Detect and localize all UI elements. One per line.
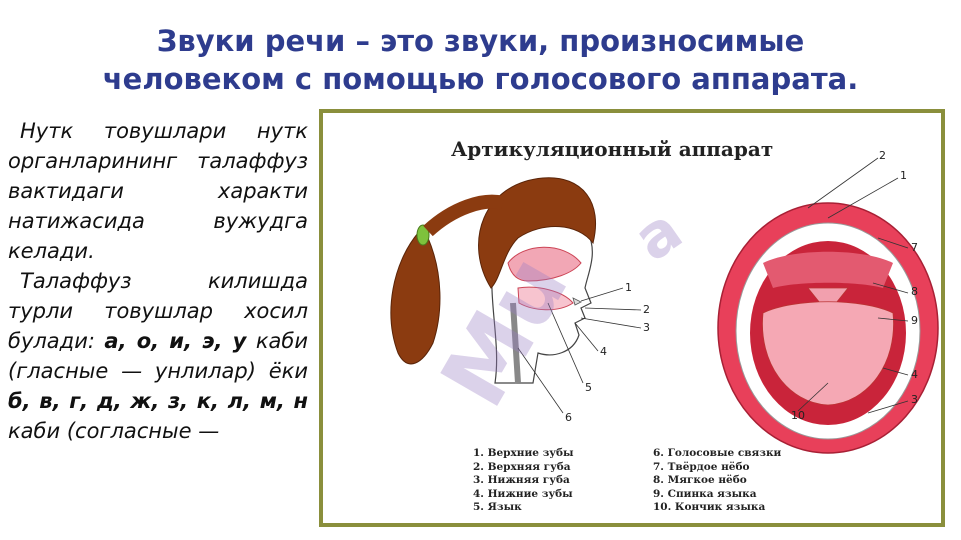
legend-item: 6. Голосовые связки bbox=[653, 447, 782, 459]
body-text: Нутк товушлари нутк органларининг талафф… bbox=[8, 116, 308, 540]
label-left-6: 6 bbox=[565, 411, 572, 424]
label-right-9: 9 bbox=[911, 314, 918, 327]
legend-item: 4. Нижние зубы bbox=[473, 487, 573, 500]
label-right-4: 4 bbox=[911, 368, 918, 381]
p2-middle: каби (гласные — унлилар) ёки bbox=[8, 329, 308, 383]
ponytail bbox=[390, 232, 441, 365]
profile-head bbox=[491, 213, 593, 384]
vowels-list: а, о, и, э, у bbox=[104, 329, 247, 353]
hair-top bbox=[478, 177, 597, 289]
label-right-8: 8 bbox=[911, 285, 918, 298]
legend-item: 10. Кончик языка bbox=[653, 501, 766, 513]
legend-item: 1. Верхние зубы bbox=[473, 447, 574, 459]
throat bbox=[510, 302, 521, 384]
left-leader-lines bbox=[517, 287, 642, 414]
diagram-frame: Mu a Артикуляционный аппарат 1 2 3 4 5 6… bbox=[319, 109, 945, 527]
articulation-illustration: Mu a bbox=[390, 157, 939, 454]
consonants-list: б, в, г, д, ж, з, к, л, м, н bbox=[8, 389, 308, 413]
uvula bbox=[807, 287, 849, 314]
hair bbox=[390, 177, 597, 365]
label-left-3: 3 bbox=[643, 321, 650, 334]
legend-item: 2. Верхняя губа bbox=[473, 460, 571, 473]
oral-cavity bbox=[507, 246, 582, 282]
label-left-5: 5 bbox=[585, 381, 592, 394]
label-left-1: 1 bbox=[625, 281, 632, 294]
legend-item: 9. Спинка языка bbox=[653, 487, 757, 500]
tongue-profile bbox=[517, 286, 574, 311]
hard-palate bbox=[763, 251, 893, 288]
legend-item: 3. Нижняя губа bbox=[473, 474, 570, 486]
label-left-2: 2 bbox=[643, 303, 650, 316]
paragraph-2: Талаффуз килишда турли товушлар хосил бу… bbox=[8, 266, 308, 446]
p2-end: каби (согласные — bbox=[8, 419, 220, 443]
legend-left: 1. Верхние зубы 2. Верхняя губа 3. Нижня… bbox=[473, 447, 574, 515]
hair-tie bbox=[416, 224, 430, 246]
label-right-1: 1 bbox=[900, 169, 907, 182]
label-right-3: 3 bbox=[911, 393, 918, 406]
diagram-title: Артикуляционный аппарат bbox=[451, 137, 774, 161]
open-mouth bbox=[717, 202, 939, 454]
title-line-2: человеком с помощью голосового аппарата. bbox=[102, 62, 859, 96]
paragraph-1: Нутк товушлари нутк органларининг талафф… bbox=[8, 119, 308, 263]
label-right-7: 7 bbox=[911, 241, 918, 254]
title-line-1: Звуки речи – это звуки, произносимые bbox=[156, 24, 805, 58]
legend-right: 6. Голосовые связки 7. Твёрдое нёбо 8. М… bbox=[653, 447, 781, 515]
tongue bbox=[762, 301, 894, 406]
svg-text:a: a bbox=[621, 195, 694, 276]
right-leader-lines bbox=[797, 157, 909, 414]
legend-item: 5. Язык bbox=[473, 501, 522, 513]
label-right-10: 10 bbox=[791, 409, 805, 422]
legend-item: 8. Мягкое нёбо bbox=[653, 474, 747, 486]
slide-title: Звуки речи – это звуки, произносимые чел… bbox=[0, 22, 961, 98]
teeth-profile bbox=[572, 297, 582, 306]
hair-band bbox=[423, 194, 505, 237]
label-left-4: 4 bbox=[600, 345, 607, 358]
p2-intro: Талаффуз килишда турли товушлар хосил бу… bbox=[8, 269, 308, 353]
legend-item: 7. Твёрдое нёбо bbox=[653, 460, 750, 473]
label-right-2: 2 bbox=[879, 149, 886, 162]
